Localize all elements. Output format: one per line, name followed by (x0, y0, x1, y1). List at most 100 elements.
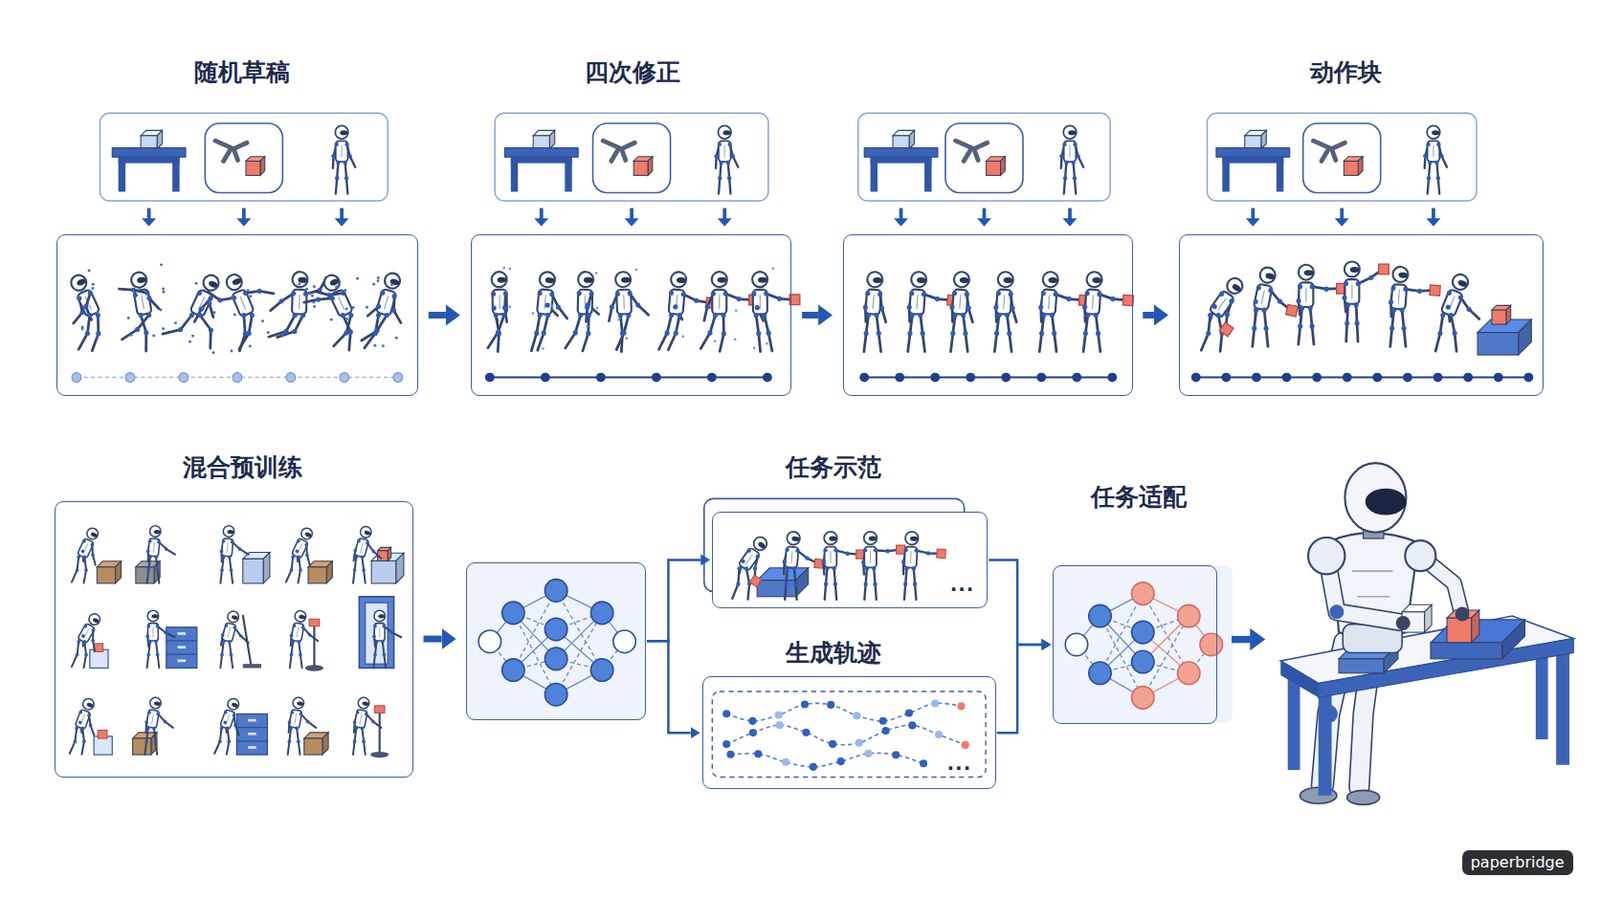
robot-figure (606, 270, 648, 321)
robot-figure (822, 548, 827, 553)
task-object (305, 619, 324, 671)
robot-figure (134, 327, 140, 333)
trajectory-plot (826, 701, 835, 710)
flow-arrow (423, 636, 443, 644)
robot-figure (87, 289, 94, 297)
robot-figure (338, 296, 345, 311)
robot-figure (718, 162, 722, 195)
task-object (305, 665, 324, 671)
task-object (177, 659, 187, 663)
timeline (894, 373, 905, 383)
robot-figure (1042, 271, 1059, 289)
robot-figure (885, 549, 889, 554)
robot-figure (229, 642, 233, 668)
down-arrow (533, 218, 549, 227)
down-arrow (141, 218, 156, 227)
cube (308, 561, 333, 584)
robot-figure (756, 541, 767, 551)
robot-figure (229, 568, 234, 573)
robot-figure (382, 271, 402, 291)
robot-figure (1068, 145, 1070, 158)
robot-figure (290, 622, 305, 643)
down-arrow (1250, 208, 1255, 221)
robot-figure (69, 697, 106, 756)
trajectory-plot (781, 758, 790, 767)
robot-figure (777, 296, 782, 302)
task-object (247, 719, 257, 723)
robot-figure (374, 610, 386, 623)
output-arrow (1231, 636, 1251, 644)
robot-figure (903, 581, 908, 586)
robot-figure (538, 271, 556, 289)
robot-figure (292, 312, 298, 318)
robot-figure (785, 566, 790, 571)
robot-figure (1051, 314, 1057, 352)
trajectory-plot (809, 763, 818, 772)
robot-figure (900, 531, 947, 577)
robot-figure (296, 701, 305, 707)
robot-figure (1387, 266, 1442, 347)
robot-figure (238, 634, 244, 640)
robot-figure (1072, 142, 1077, 147)
neural-network (1052, 565, 1233, 724)
robot-figure (367, 269, 414, 326)
trajectory-plot (749, 729, 757, 737)
robot-figure (242, 289, 249, 297)
robot-figure (828, 536, 837, 542)
neural-network (1132, 621, 1155, 644)
robot-figure (298, 713, 318, 729)
robot-figure (534, 271, 572, 319)
task-object (365, 602, 388, 665)
robot-figure (289, 711, 294, 715)
robot-figure (920, 314, 926, 352)
robot-figure (1455, 297, 1485, 319)
robot-figure (142, 696, 178, 756)
robot-figure (718, 294, 720, 310)
robot-figure (864, 331, 869, 336)
trajectory-plot (961, 741, 970, 750)
task-object (370, 706, 389, 758)
input-box (494, 112, 769, 201)
robot-figure (146, 312, 152, 318)
robot-figure (712, 312, 718, 318)
robot-figure (1067, 130, 1076, 135)
draft-sequence (230, 295, 234, 299)
robot-figure (622, 294, 625, 310)
revision-sequence (733, 337, 737, 341)
robot-figure (950, 331, 956, 336)
robot-figure (717, 142, 722, 147)
robot-figure (154, 530, 161, 535)
robot-figure (288, 710, 303, 730)
robot-figure (347, 144, 356, 168)
neural-network (1177, 662, 1200, 685)
robot-figure (1425, 142, 1430, 147)
robot-figure (873, 568, 877, 600)
robot-figure (752, 271, 768, 288)
robot-figure (340, 312, 346, 318)
robot-figure (288, 727, 293, 732)
robot-figure (144, 289, 151, 296)
hand-icon (593, 123, 671, 194)
robot-figure (288, 609, 323, 651)
neural-network (590, 601, 613, 624)
robot-figure (91, 617, 100, 624)
robot-figure (220, 653, 224, 658)
robot-figure (353, 548, 358, 554)
cube (371, 560, 397, 583)
table-icon (111, 130, 186, 192)
robot-figure (834, 568, 838, 600)
robot-figure (1251, 326, 1257, 332)
revision-sequence (488, 266, 800, 353)
robot-figure (331, 125, 356, 194)
robot-figure (80, 727, 85, 732)
robot-figure (1264, 326, 1269, 332)
robot-figure (291, 623, 296, 628)
robot-figure (495, 330, 501, 335)
robot-figure (866, 271, 884, 289)
robot-figure (731, 154, 735, 158)
robot-figure (917, 312, 923, 318)
robot-figure (380, 640, 385, 645)
robot-figure (673, 331, 679, 336)
robot-figure (384, 295, 389, 310)
task-object (304, 733, 329, 756)
